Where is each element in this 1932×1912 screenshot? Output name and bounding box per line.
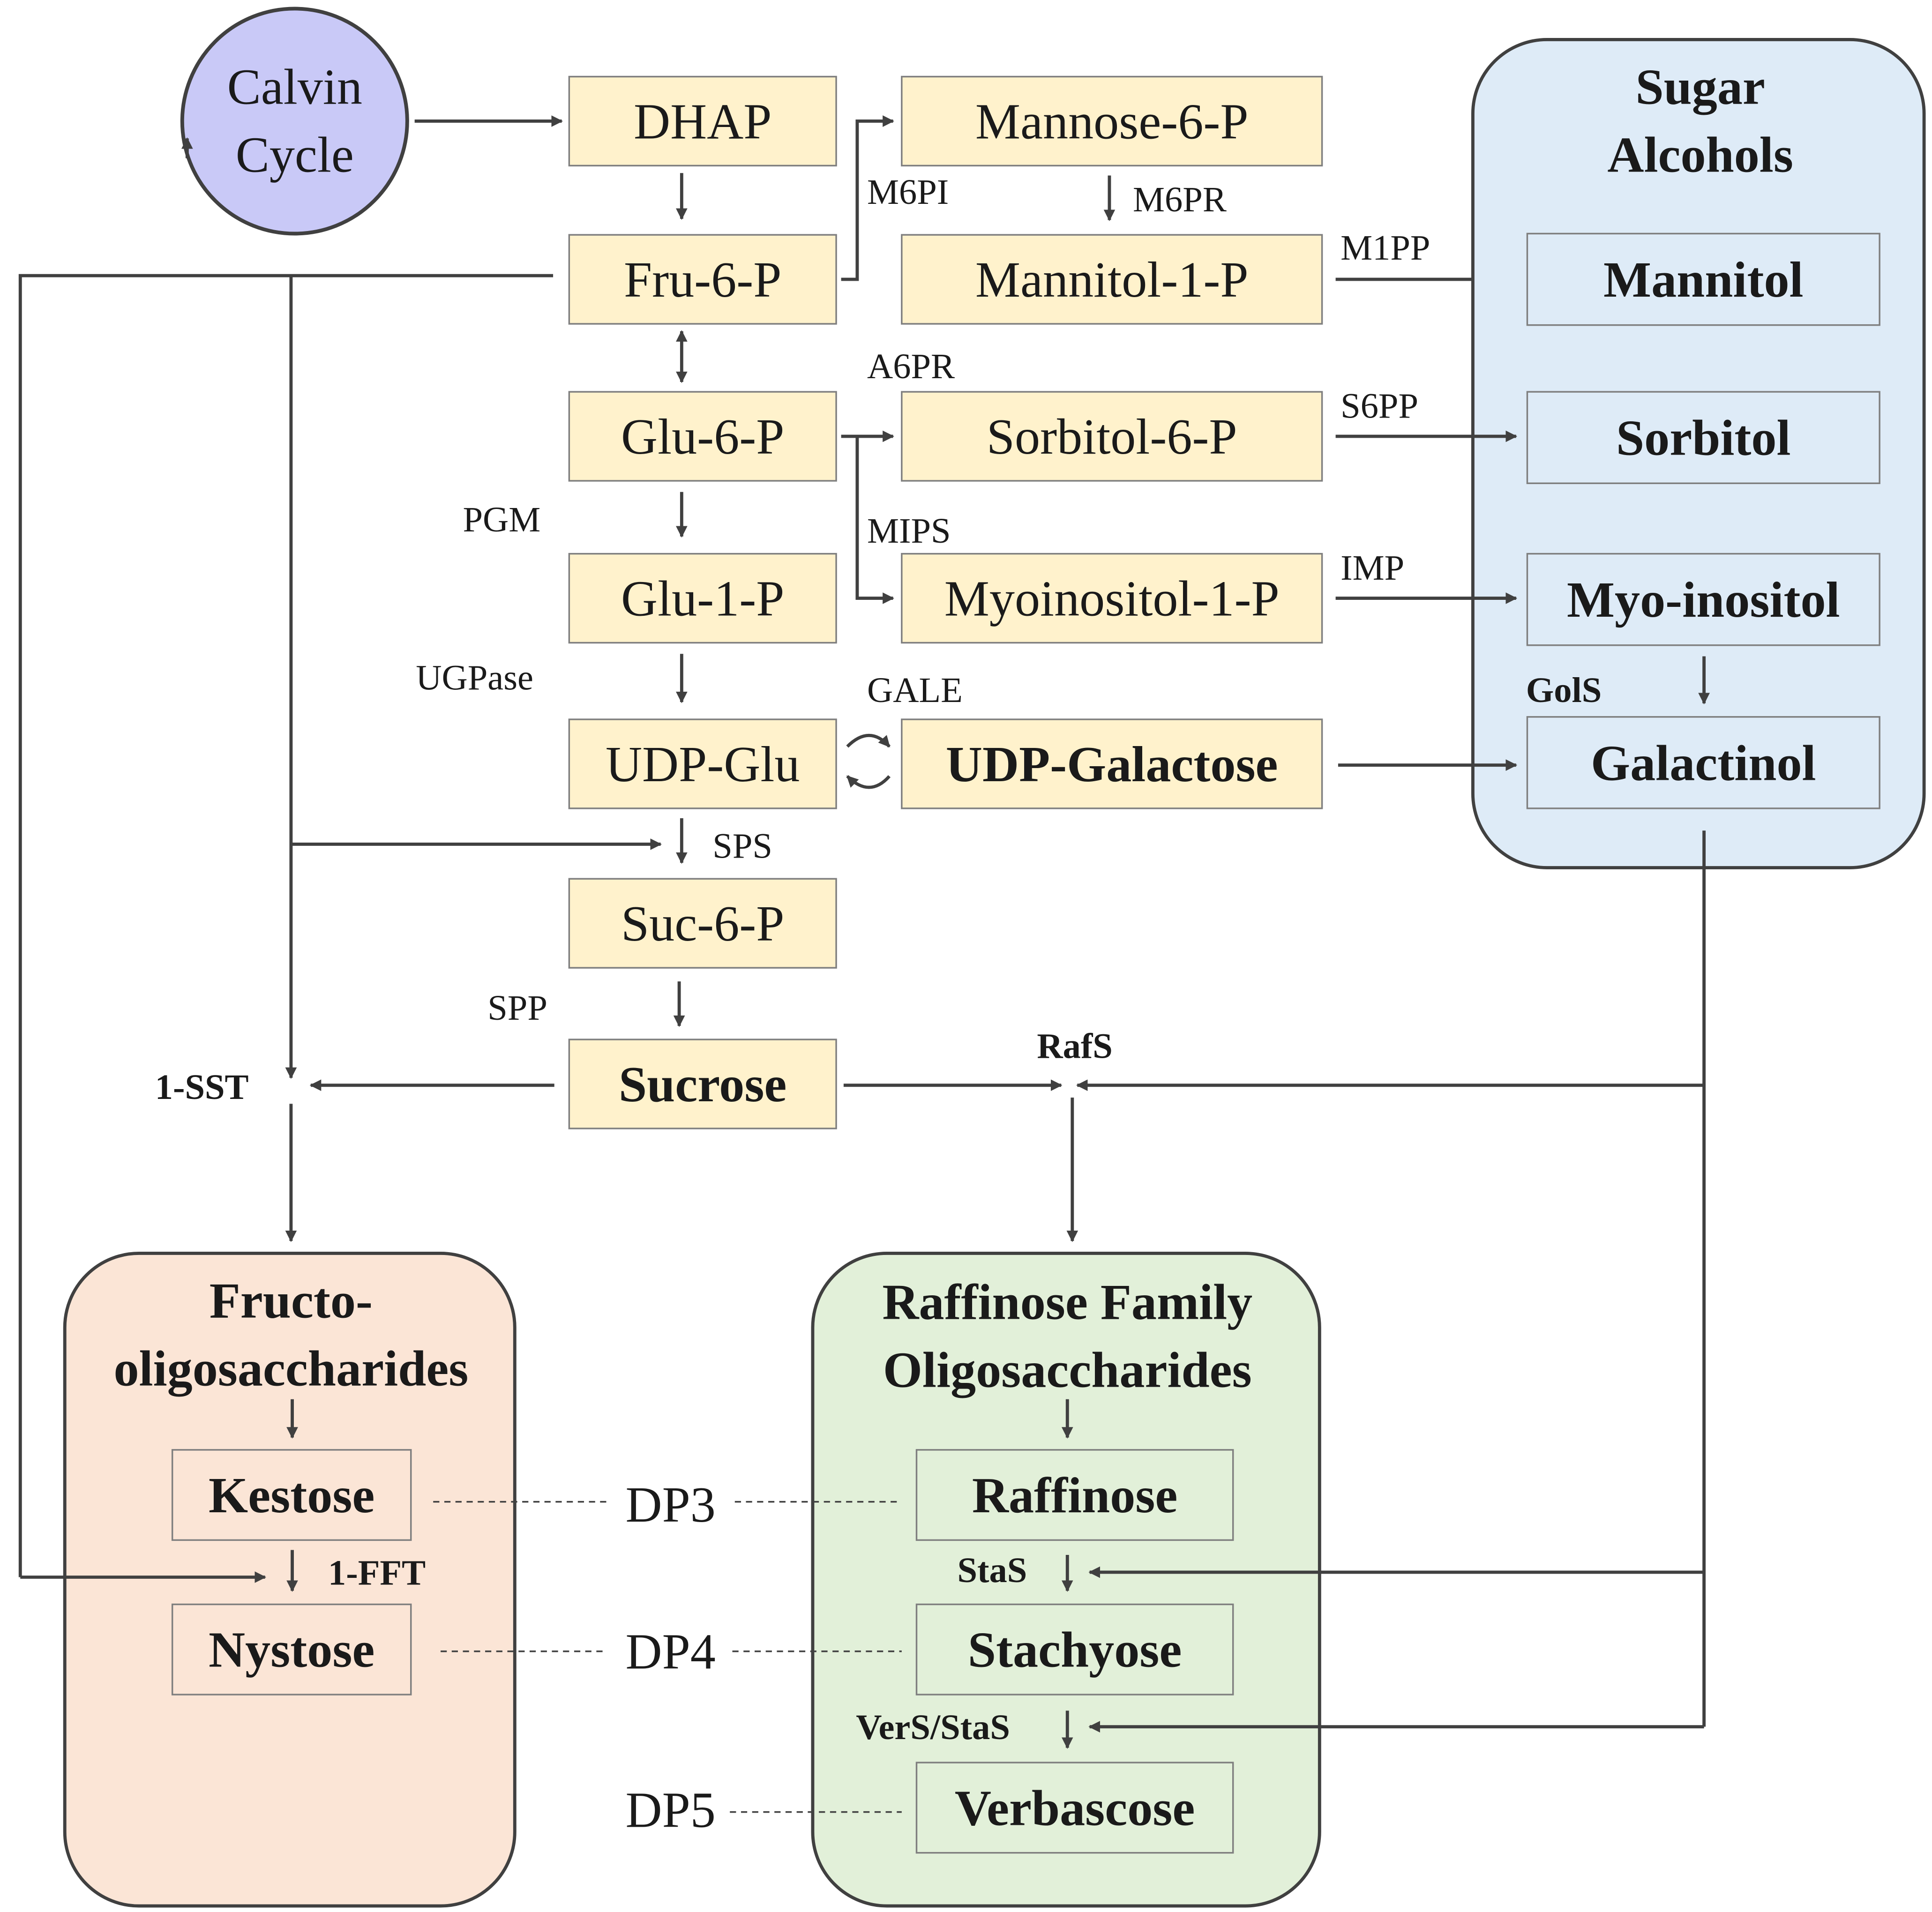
sucrose-box-label: Sucrose <box>619 1057 786 1113</box>
dhap-box: DHAP <box>568 75 837 167</box>
myoinositol-1-p-box-frame <box>901 553 1323 644</box>
mannitol-box-frame <box>1526 232 1880 326</box>
fru-6-p-box: Fru-6-P <box>568 234 837 325</box>
myo-inositol-box: Myo-inositol <box>1526 553 1880 646</box>
enzyme-vers-stas: VerS/StaS <box>856 1707 1010 1747</box>
myoinositol-1-p-box: Myoinositol-1-P <box>901 553 1323 644</box>
enzyme-1-fft: 1-FFT <box>328 1553 426 1592</box>
dp4-label: DP4 <box>625 1624 715 1680</box>
mannitol-box-label: Mannitol <box>1603 252 1804 308</box>
suc-6-p-box: Suc-6-P <box>568 878 837 969</box>
udp-galactose-box-label: UDP-Galactose <box>946 737 1278 792</box>
enzyme-mips: MIPS <box>867 511 951 551</box>
verbascose-box-label: Verbascose <box>955 1780 1195 1836</box>
galactinol-box: Galactinol <box>1526 716 1880 809</box>
mannitol-1-p-box: Mannitol-1-P <box>901 234 1323 325</box>
mannitol-1-p-box-frame <box>901 234 1323 325</box>
myo-inositol-box-frame <box>1526 553 1880 646</box>
galactinol-box-frame <box>1526 716 1880 809</box>
sorbitol-box-frame <box>1526 391 1880 484</box>
stachyose-box-frame <box>915 1603 1234 1695</box>
glu-6-p-box-frame <box>568 391 837 482</box>
enzyme-spp: SPP <box>487 988 547 1028</box>
mannose-6-p-box: Mannose-6-P <box>901 75 1323 167</box>
suc-6-p-box-frame <box>568 878 837 969</box>
myoinositol-1-p-box-label: Myoinositol-1-P <box>944 571 1280 627</box>
sorbitol-6-p-box: Sorbitol-6-P <box>901 391 1323 482</box>
myo-inositol-box-label: Myo-inositol <box>1567 572 1840 628</box>
suc-6-p-box-label: Suc-6-P <box>621 896 784 952</box>
sorbitol-box-label: Sorbitol <box>1616 411 1790 466</box>
enzyme-pgm: PGM <box>463 500 541 539</box>
stachyose-box: Stachyose <box>915 1603 1234 1695</box>
enzyme-gale: GALE <box>867 670 963 710</box>
nystose-box-frame <box>171 1603 412 1695</box>
kestose-box: Kestose <box>171 1449 412 1541</box>
nystose-box-label: Nystose <box>209 1622 374 1678</box>
raffinose-box: Raffinose <box>915 1449 1234 1541</box>
enzyme-sps: SPS <box>712 826 772 866</box>
enzyme-s6pp: S6PP <box>1340 386 1418 426</box>
verbascose-box-frame <box>915 1762 1234 1854</box>
glu-6-p-box-label: Glu-6-P <box>621 409 784 465</box>
enzyme-m6pr: M6PR <box>1133 179 1227 219</box>
dp5-label: DP5 <box>625 1782 715 1838</box>
raffinose-box-label: Raffinose <box>972 1468 1177 1524</box>
kestose-box-frame <box>171 1449 412 1541</box>
sorbitol-6-p-box-frame <box>901 391 1323 482</box>
sorbitol-6-p-box-label: Sorbitol-6-P <box>987 409 1237 465</box>
dhap-box-frame <box>568 75 837 167</box>
mannitol-box: Mannitol <box>1526 232 1880 326</box>
fru-6-p-box-label: Fru-6-P <box>624 252 781 308</box>
glu-6-p-box: Glu-6-P <box>568 391 837 482</box>
calvin-cycle-node <box>180 7 409 236</box>
enzyme-a6pr: A6PR <box>867 346 955 386</box>
udp-glu-box: UDP-Glu <box>568 718 837 809</box>
stachyose-box-label: Stachyose <box>968 1622 1182 1678</box>
udp-glu-box-frame <box>568 718 837 809</box>
enzyme-rafs: RafS <box>1037 1026 1112 1066</box>
galactinol-box-label: Galactinol <box>1591 735 1816 791</box>
enzyme-ugpase: UGPase <box>416 658 533 698</box>
kestose-box-label: Kestose <box>209 1468 374 1524</box>
udp-glu-box-label: UDP-Glu <box>606 737 800 792</box>
fru-6-p-box-frame <box>568 234 837 325</box>
enzyme-imp: IMP <box>1340 548 1404 588</box>
enzyme-stas: StaS <box>958 1550 1027 1590</box>
dp-dashed-lines <box>433 1501 902 1813</box>
dhap-box-label: DHAP <box>634 94 771 149</box>
enzyme-m1pp: M1PP <box>1340 228 1430 268</box>
raffinose-box-frame <box>915 1449 1234 1541</box>
fos-title: Fructo-oligosaccharides <box>113 1273 468 1397</box>
glu-1-p-box-label: Glu-1-P <box>621 571 784 627</box>
udp-galactose-box-frame <box>901 718 1323 809</box>
sucrose-box-frame <box>568 1038 837 1129</box>
mannose-6-p-box-frame <box>901 75 1323 167</box>
verbascose-box: Verbascose <box>915 1762 1234 1854</box>
nystose-box: Nystose <box>171 1603 412 1695</box>
enzyme-m6pi: M6PI <box>867 172 949 212</box>
mannose-6-p-box-label: Mannose-6-P <box>975 94 1249 149</box>
mannitol-1-p-box-label: Mannitol-1-P <box>975 252 1249 308</box>
sorbitol-box: Sorbitol <box>1526 391 1880 484</box>
udp-galactose-box: UDP-Galactose <box>901 718 1323 809</box>
fos-group <box>63 1252 517 1908</box>
enzyme-1-sst: 1-SST <box>155 1067 249 1107</box>
glu-1-p-box: Glu-1-P <box>568 553 837 644</box>
dp3-label: DP3 <box>625 1477 715 1533</box>
connector-lines <box>18 115 1710 1749</box>
sucrose-box: Sucrose <box>568 1038 837 1129</box>
enzyme-gols: GolS <box>1526 670 1602 710</box>
glu-1-p-box-frame <box>568 553 837 644</box>
